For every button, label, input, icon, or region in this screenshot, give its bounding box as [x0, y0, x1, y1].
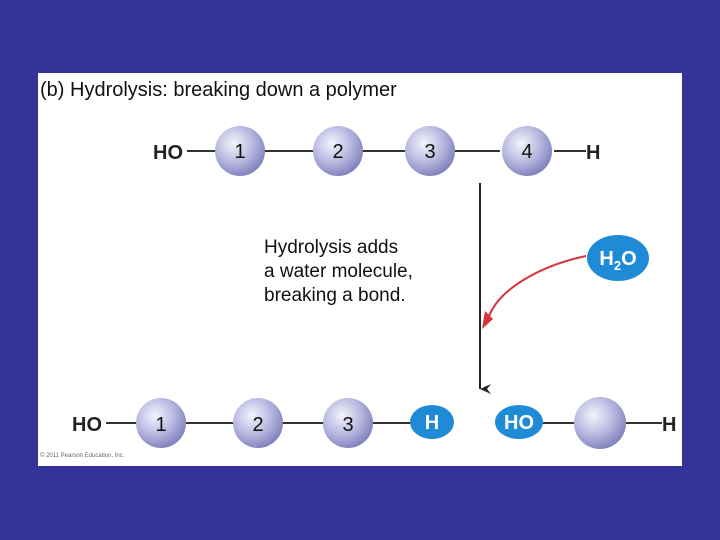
water-molecule	[587, 235, 649, 281]
diagram-panel: (b) Hydrolysis: breaking down a polymer …	[38, 73, 682, 466]
product-monomer-3-sphere	[323, 398, 373, 448]
free-monomer-sphere	[574, 397, 626, 449]
monomer-3-sphere	[405, 126, 455, 176]
hydrolysis-diagram: HO 1 2 3 4 H H2O HO 1 2 3 H HO	[72, 126, 676, 449]
caption-line-3: breaking a bond.	[264, 285, 406, 306]
water-formula: H2O	[599, 248, 636, 273]
water-addition-arrow	[487, 255, 587, 320]
product-monomer-1-label: 1	[155, 414, 166, 436]
caption-line-2: a water molecule,	[264, 261, 413, 282]
product-monomer-2-label: 2	[252, 414, 263, 436]
added-ho-blob	[495, 405, 543, 439]
copyright-notice: © 2011 Pearson Education, Inc.	[40, 453, 125, 459]
added-h-label: H	[425, 412, 439, 434]
product-monomer-3-label: 3	[342, 414, 353, 436]
added-ho-label: HO	[504, 412, 534, 434]
water-o: O	[621, 248, 637, 270]
monomer-4-sphere	[502, 126, 552, 176]
monomer-1-label: 1	[234, 141, 245, 163]
polymer-right-group: H	[586, 142, 600, 164]
monomer-2-label: 2	[332, 141, 343, 163]
product-right-group: H	[662, 414, 676, 436]
monomer-3-label: 3	[424, 141, 435, 163]
water-addition-arrowhead	[482, 311, 493, 329]
water-h: H	[599, 248, 613, 270]
caption-line-1: Hydrolysis adds	[264, 237, 399, 258]
monomer-2-sphere	[313, 126, 363, 176]
polymer-left-group: HO	[153, 142, 183, 164]
added-h-blob	[410, 405, 454, 439]
product-monomer-2-sphere	[233, 398, 283, 448]
water-subscript: 2	[614, 258, 621, 273]
monomer-1-sphere	[215, 126, 265, 176]
figure-title: (b) Hydrolysis: breaking down a polymer	[40, 79, 397, 101]
product-left-group: HO	[72, 414, 102, 436]
hydrolysis-caption: Hydrolysis adds a water molecule, breaki…	[264, 236, 413, 308]
product-monomer-1-sphere	[136, 398, 186, 448]
monomer-4-label: 4	[521, 141, 532, 163]
